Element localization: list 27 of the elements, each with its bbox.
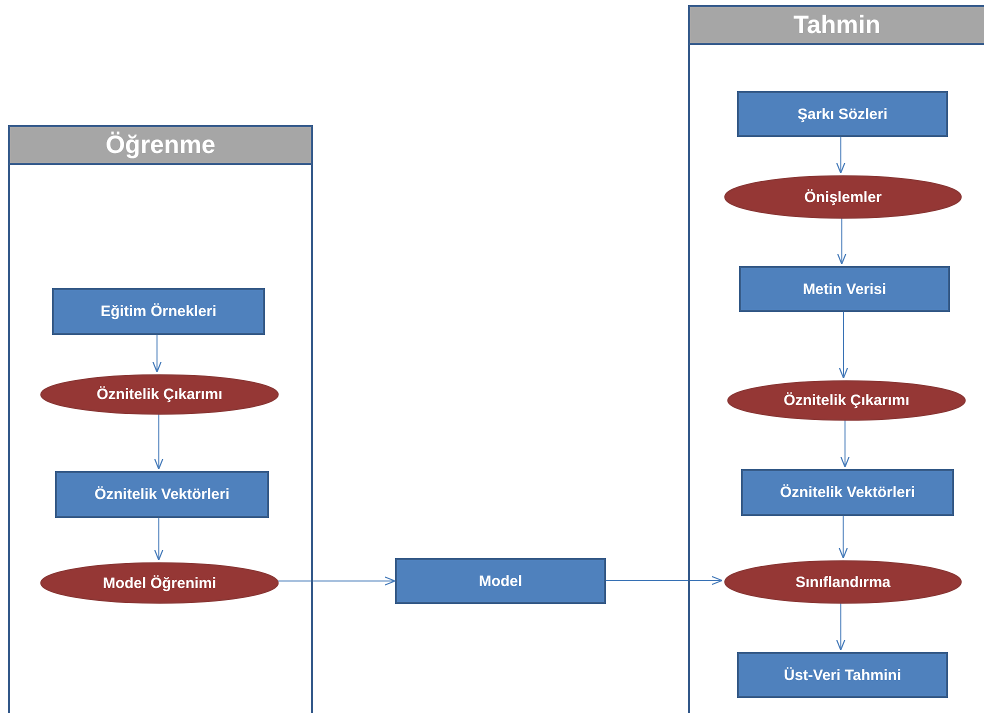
arrow [840, 418, 850, 468]
arrow [838, 310, 848, 379]
process-box: Şarkı Sözleri [737, 91, 948, 137]
process-ellipse: Sınıflandırma [724, 560, 962, 604]
arrow [836, 134, 846, 174]
process-box: Üst-Veri Tahmini [737, 652, 948, 698]
arrow [276, 576, 396, 586]
arrow [836, 602, 846, 651]
process-box: Öznitelik Vektörleri [55, 471, 269, 518]
process-ellipse: Model Öğrenimi [40, 562, 279, 604]
panel-title: Tahmin [690, 7, 984, 45]
swimlane-panel [688, 5, 984, 713]
process-box: Metin Verisi [739, 266, 950, 312]
process-box: Eğitim Örnekleri [52, 288, 265, 335]
panel-title: Öğrenme [10, 127, 311, 165]
process-ellipse: Öznitelik Çıkarımı [727, 380, 966, 421]
arrow [154, 412, 164, 470]
arrow [606, 576, 723, 586]
process-box: Model [395, 558, 606, 604]
arrow [838, 514, 848, 559]
process-ellipse: Önişlemler [724, 175, 962, 219]
arrow [154, 516, 164, 561]
swimlane-panel [8, 125, 313, 713]
process-ellipse: Öznitelik Çıkarımı [40, 374, 279, 415]
arrow [837, 216, 846, 265]
arrow [152, 332, 162, 373]
process-box: Öznitelik Vektörleri [741, 469, 954, 516]
